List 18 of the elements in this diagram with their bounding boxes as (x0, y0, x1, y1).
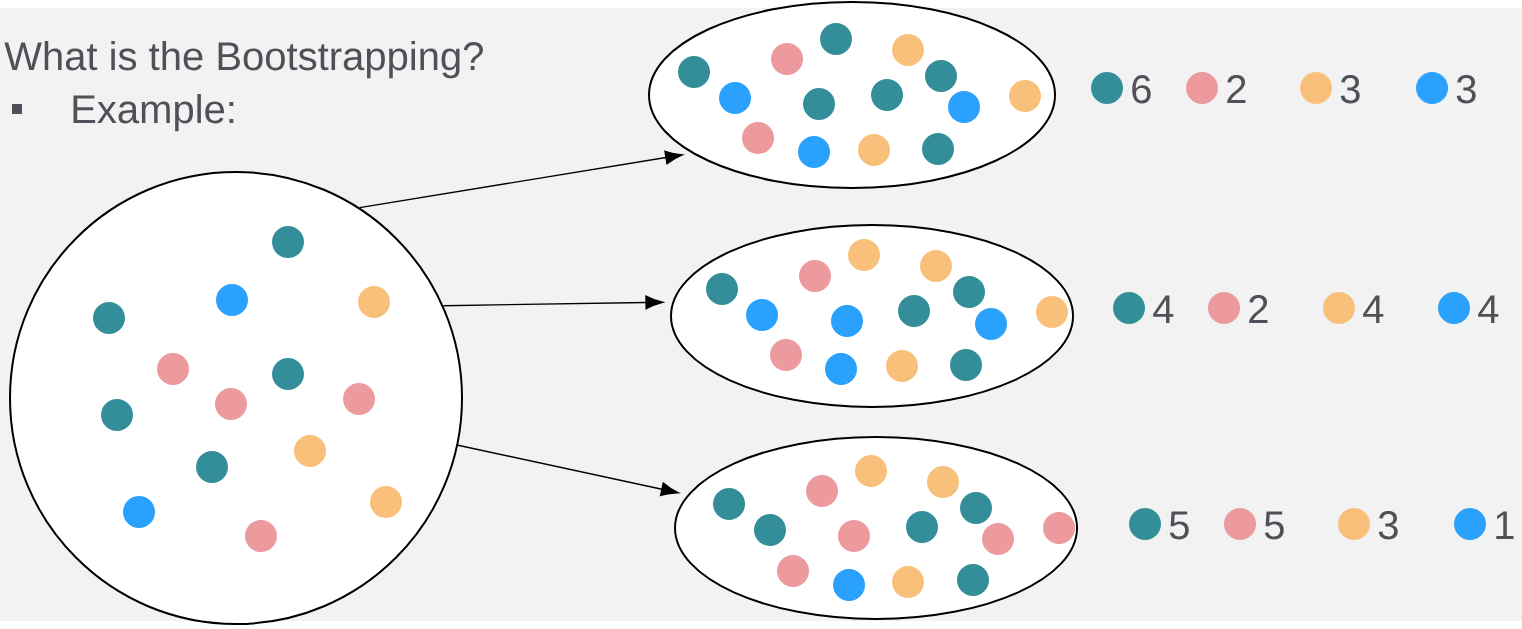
population-circle (9, 171, 463, 625)
count-number: 6 (1132, 75, 1151, 104)
count-number: 1 (1496, 511, 1514, 539)
count-number: 2 (1227, 75, 1246, 103)
count-number: 4 (1363, 295, 1384, 323)
count-number: 5 (1264, 511, 1284, 540)
arrow (457, 444, 679, 497)
arrow (442, 295, 664, 310)
arrow (358, 150, 683, 209)
count-number: 4 (1478, 295, 1499, 323)
count-number: 5 (1169, 511, 1189, 540)
count-number: 2 (1249, 295, 1268, 323)
title: What is the Bootstrapping? (4, 41, 483, 79)
label-text: Example: (73, 94, 234, 132)
count-number: 3 (1340, 75, 1360, 104)
count-number: 4 (1153, 295, 1174, 323)
count-number: 3 (1378, 511, 1398, 540)
count-number: 3 (1456, 75, 1476, 104)
